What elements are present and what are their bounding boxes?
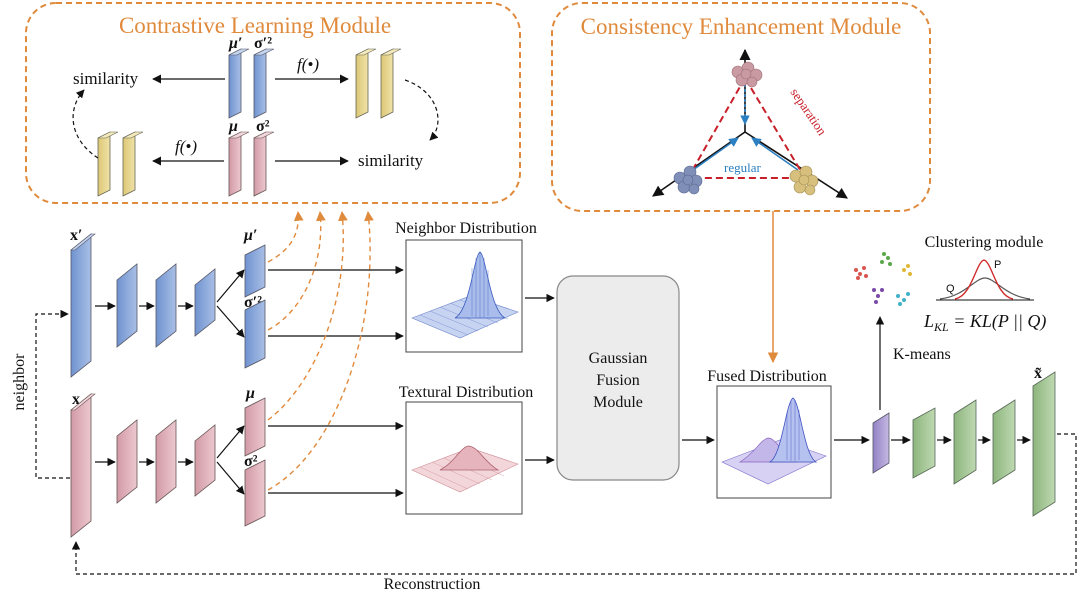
- reconstruction-output-layer: [1032, 371, 1056, 517]
- encoder-mu-prime-label: μ′: [243, 227, 257, 244]
- textural-hidden-layer-1: [116, 419, 138, 504]
- fusion-line-1: Gaussian: [589, 350, 648, 367]
- contrastive-module-title: Contrastive Learning Module: [119, 13, 391, 38]
- similarity-label-bottom: similarity: [358, 151, 424, 170]
- textural-mu-layer: [244, 397, 266, 457]
- clustering-module: Clustering module Q P LKL = KL(P || Q): [854, 234, 1046, 334]
- contrastive-learning-module: Contrastive Learning Module μ′ σ′² simil…: [25, 2, 521, 204]
- neighbor-hidden-layer-2: [155, 263, 177, 348]
- reconstruction-label: Reconstruction: [384, 576, 481, 593]
- textural-distribution-plot: [405, 401, 523, 515]
- contrastive-sigma-prime-label: σ′²: [254, 35, 272, 52]
- neighbor-input-layer: [70, 233, 96, 378]
- kl-loss-formula: LKL = KL(P || Q): [923, 311, 1046, 334]
- reconstruction-loop: Reconstruction: [71, 433, 1077, 593]
- textural-sigma-layer: [244, 459, 266, 527]
- neighbor-label: neighbor: [11, 353, 28, 411]
- decoder: x̃: [872, 365, 1056, 517]
- contrastive-mu-prime-label: μ′: [228, 35, 242, 52]
- fused-distribution-plot: [716, 385, 832, 499]
- x-tilde-label: x̃: [1034, 365, 1042, 382]
- fusion-line-3: Module: [593, 394, 643, 411]
- x-prime-label: x′: [70, 227, 83, 244]
- projection-f-bottom: f(•): [175, 137, 197, 156]
- p-label: P: [994, 259, 1001, 271]
- contrastive-projection-bottom-layers: [97, 131, 144, 197]
- decoder-layer-3: [992, 399, 1016, 485]
- contrastive-feed-arrows: [267, 211, 374, 491]
- neighbor-distribution-plot: [405, 239, 523, 353]
- gaussian-fusion-module: Gaussian Fusion Module: [556, 275, 680, 481]
- consistency-enhancement-module: Consistency Enhancement Module separatio…: [551, 2, 931, 212]
- separation-label: separation: [788, 85, 831, 138]
- contrastive-mu-label: μ: [228, 118, 238, 135]
- contrastive-sigma-label: σ²: [256, 118, 270, 135]
- textural-input-layer: [70, 393, 96, 538]
- loss-subscript: KL: [933, 320, 949, 334]
- decoder-layer-1: [912, 407, 936, 479]
- p-q-curves: Q P: [936, 259, 1034, 301]
- contrastive-mu-prime-layer: [228, 48, 250, 119]
- neighbor-hidden-layer-1: [116, 263, 138, 348]
- neighbor-link: neighbor: [11, 309, 70, 479]
- consistency-module-title: Consistency Enhancement Module: [581, 14, 902, 39]
- neighbor-sigma-layer: [244, 299, 266, 369]
- encoder-mu-label: μ: [245, 385, 255, 402]
- similarity-label-top: similarity: [73, 69, 139, 88]
- loss-rhs: = KL(P || Q): [949, 311, 1047, 332]
- q-label: Q: [946, 283, 955, 295]
- neighbor-mu-layer: [244, 244, 266, 298]
- textural-hidden-layer-2: [155, 419, 177, 504]
- latent-layer: [872, 412, 890, 474]
- textural-encoder: x μ σ²: [70, 385, 404, 538]
- fused-distribution-label: Fused Distribution: [707, 368, 827, 385]
- neighbor-encoder: x′ μ′ σ′²: [70, 227, 404, 378]
- fusion-line-2: Fusion: [596, 372, 640, 389]
- textural-distribution-label: Textural Distribution: [399, 384, 533, 401]
- contrastive-mu-layer: [228, 131, 250, 197]
- clustering-title: Clustering module: [925, 234, 1044, 251]
- contrastive-sigma-layer: [253, 131, 275, 197]
- contrastive-sigma-prime-layer: [253, 48, 275, 119]
- kmeans-label: K-means: [893, 346, 951, 363]
- projection-f-top: f(•): [297, 55, 319, 74]
- loss-symbol: L: [923, 311, 934, 331]
- neighbor-hidden-layer-3: [194, 268, 216, 337]
- x-label: x: [72, 391, 80, 408]
- textural-hidden-layer-3: [194, 424, 216, 497]
- decoder-layer-2: [953, 399, 977, 485]
- regular-label: regular: [724, 160, 761, 175]
- cluster-left: [673, 165, 703, 195]
- neighbor-distribution-label: Neighbor Distribution: [395, 220, 537, 237]
- cluster-top: [731, 61, 763, 88]
- cluster-scatter: [854, 252, 912, 306]
- cluster-right: [789, 165, 819, 196]
- contrastive-projection-top-layers: [355, 48, 402, 119]
